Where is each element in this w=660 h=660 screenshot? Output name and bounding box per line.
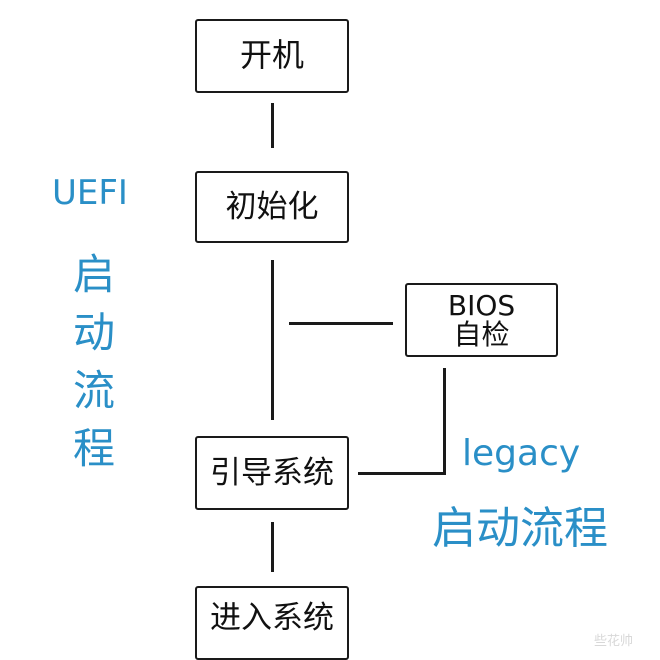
uefi-char-1: 启 bbox=[72, 250, 115, 299]
node-boot-system: 引导系统 bbox=[195, 436, 349, 510]
connector-bios-down bbox=[443, 368, 446, 475]
uefi-title: UEFI bbox=[52, 173, 128, 213]
uefi-char-4: 程 bbox=[72, 424, 115, 473]
node-bios-check-line2: 自检 bbox=[453, 318, 510, 351]
legacy-subtitle: 启动流程 bbox=[432, 503, 608, 554]
uefi-char-2: 动 bbox=[72, 308, 115, 357]
node-enter-system-label: 进入系统 bbox=[210, 600, 334, 636]
uefi-subtitle: 启 动 流 程 bbox=[68, 246, 120, 478]
connector-power-init bbox=[271, 103, 274, 148]
uefi-char-3: 流 bbox=[72, 366, 115, 415]
node-power-on-label: 开机 bbox=[239, 36, 304, 75]
connector-boot-enter bbox=[271, 522, 274, 572]
connector-legacy-boot bbox=[358, 472, 446, 475]
connector-uefi-bios bbox=[289, 322, 393, 325]
legacy-title: legacy bbox=[462, 433, 581, 474]
node-init-label: 初始化 bbox=[225, 188, 319, 225]
node-init: 初始化 bbox=[195, 171, 349, 243]
node-boot-system-label: 引导系统 bbox=[210, 454, 334, 491]
node-enter-system: 进入系统 bbox=[195, 586, 349, 660]
node-bios-check-line1: BIOS bbox=[447, 288, 516, 322]
connector-init-boot bbox=[271, 260, 274, 420]
watermark-text: 些花帅 bbox=[594, 634, 634, 649]
node-bios-check: BIOS 自检 bbox=[405, 283, 558, 357]
node-power-on: 开机 bbox=[195, 19, 349, 93]
